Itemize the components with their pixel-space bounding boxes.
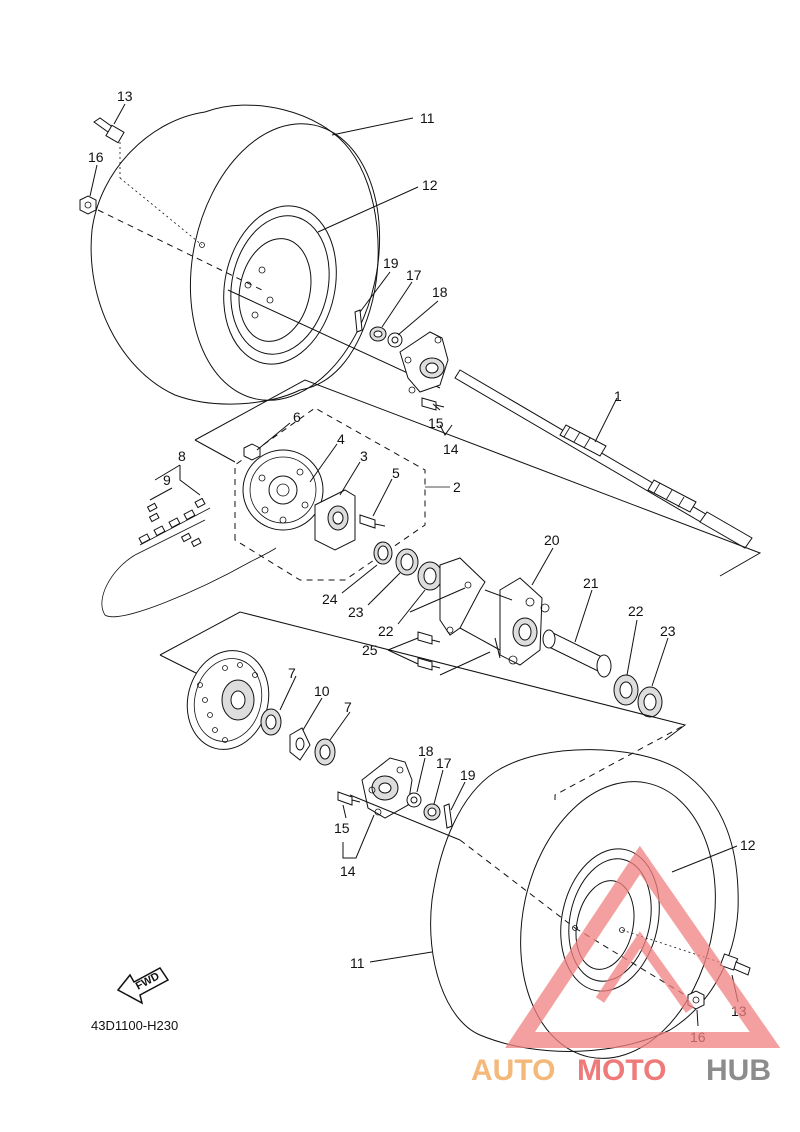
sprocket-nut: [243, 443, 261, 461]
label-7-left: 7: [288, 665, 296, 681]
label-20: 20: [544, 532, 560, 548]
label-3: 3: [360, 448, 368, 464]
upper-washer: [387, 332, 403, 348]
label-2: 2: [453, 479, 461, 495]
lock-nut-7b: [314, 738, 336, 766]
label-11-lower: 11: [350, 955, 365, 971]
label-22-upper: 22: [378, 623, 394, 639]
lower-castle-nut: [423, 803, 441, 821]
upper-lug-nut: [79, 195, 263, 291]
label-13-upper: 13: [117, 88, 133, 104]
drive-chain: [101, 497, 277, 618]
upper-hub-bolt: [421, 397, 445, 411]
upper-cotter-pin: [354, 309, 363, 333]
label-19-lower: 19: [460, 767, 476, 783]
automotohub-logo: AUTO MOTO HUB: [471, 845, 781, 1087]
collar-24: [373, 541, 393, 565]
lower-tire: [430, 749, 739, 1059]
label-14-lower: 14: [340, 863, 356, 879]
upper-tire: [90, 104, 381, 405]
label-12-lower: 12: [740, 837, 756, 853]
lower-hub: [361, 757, 413, 819]
spacer-tube: [542, 629, 612, 678]
lower-hub-bolt: [337, 791, 361, 806]
lock-washer-10: [289, 727, 311, 761]
upper-hub: [399, 331, 449, 394]
label-15-upper: 15: [428, 415, 444, 431]
oil-seal-23-upper: [395, 548, 419, 576]
label-23-lower: 23: [660, 623, 676, 639]
label-25: 25: [362, 642, 378, 658]
brake-disc: [186, 650, 270, 750]
bearing-22-upper: [417, 561, 443, 591]
label-23-upper: 23: [348, 604, 364, 620]
label-22-lower: 22: [628, 603, 644, 619]
label-4: 4: [337, 431, 345, 447]
label-14-upper: 14: [443, 441, 459, 457]
watermark-auto: AUTO: [471, 1054, 555, 1087]
label-15-lower: 15: [334, 820, 350, 836]
label-24: 24: [322, 591, 338, 607]
label-1: 1: [614, 388, 622, 404]
watermark-moto: MOTO: [577, 1054, 666, 1087]
label-6: 6: [293, 409, 301, 425]
label-17-upper: 17: [406, 267, 422, 283]
watermark-hub: HUB: [706, 1054, 771, 1087]
label-10: 10: [314, 683, 330, 699]
label-12-upper: 12: [422, 177, 438, 193]
label-11-upper: 11: [420, 110, 435, 126]
label-17-lower: 17: [436, 755, 452, 771]
carrier-bolts: [417, 631, 441, 671]
rear-axle: [454, 369, 753, 549]
fwd-arrow-icon: FWD: [116, 967, 170, 1005]
label-19-upper: 19: [383, 255, 399, 271]
upper-valve-stem: [93, 117, 203, 246]
label-18-lower: 18: [418, 743, 434, 759]
oil-seal-23-lower: [637, 686, 663, 718]
bearing-22-lower: [613, 674, 639, 706]
upper-castle-nut: [369, 326, 387, 342]
hub-carrier: [439, 557, 550, 666]
label-8: 8: [178, 448, 186, 464]
diagram-code: 43D1100-H230: [91, 1018, 178, 1033]
lower-washer: [406, 792, 422, 808]
label-18-upper: 18: [432, 284, 448, 300]
label-9: 9: [163, 472, 171, 488]
label-21: 21: [583, 575, 599, 591]
sprocket-hub: [314, 489, 356, 551]
label-7-right: 7: [344, 699, 352, 715]
label-5: 5: [392, 465, 400, 481]
lower-valve-stem: [719, 953, 751, 976]
sprocket: [242, 449, 324, 531]
label-16-upper: 16: [88, 149, 104, 165]
lower-cotter-pin: [443, 803, 453, 829]
lock-nut-7a: [260, 708, 282, 736]
sprocket-bolt: [359, 514, 386, 529]
